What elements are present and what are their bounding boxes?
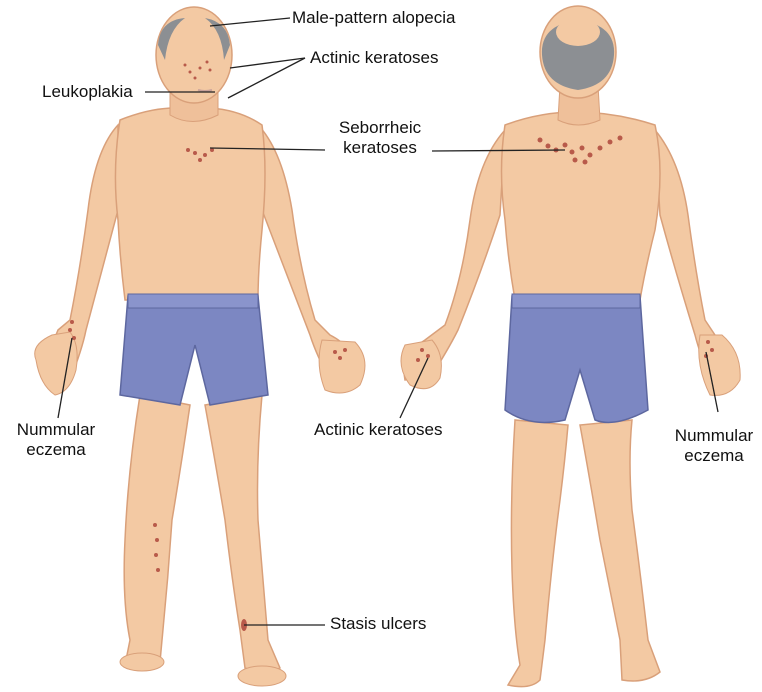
label-male-pattern-alopecia: Male-pattern alopecia bbox=[292, 8, 455, 28]
label-seborrheic-line2: keratoses bbox=[330, 138, 430, 158]
label-nummular-right-line2: eczema bbox=[664, 446, 762, 466]
label-nummular-eczema-right: Nummular eczema bbox=[664, 426, 762, 466]
label-nummular-eczema-left: Nummular eczema bbox=[6, 420, 106, 460]
label-stasis-ulcers: Stasis ulcers bbox=[330, 614, 426, 634]
front-figure bbox=[35, 7, 365, 686]
label-nummular-left-line2: eczema bbox=[6, 440, 106, 460]
label-nummular-left-line1: Nummular bbox=[6, 420, 106, 440]
label-leukoplakia: Leukoplakia bbox=[42, 82, 133, 102]
label-seborrheic-line1: Seborrheic bbox=[330, 118, 430, 138]
label-nummular-right-line1: Nummular bbox=[664, 426, 762, 446]
label-actinic-keratoses-hand: Actinic keratoses bbox=[314, 420, 443, 440]
label-seborrheic-keratoses: Seborrheic keratoses bbox=[330, 118, 430, 158]
back-figure bbox=[401, 6, 740, 687]
label-actinic-keratoses-face: Actinic keratoses bbox=[310, 48, 439, 68]
